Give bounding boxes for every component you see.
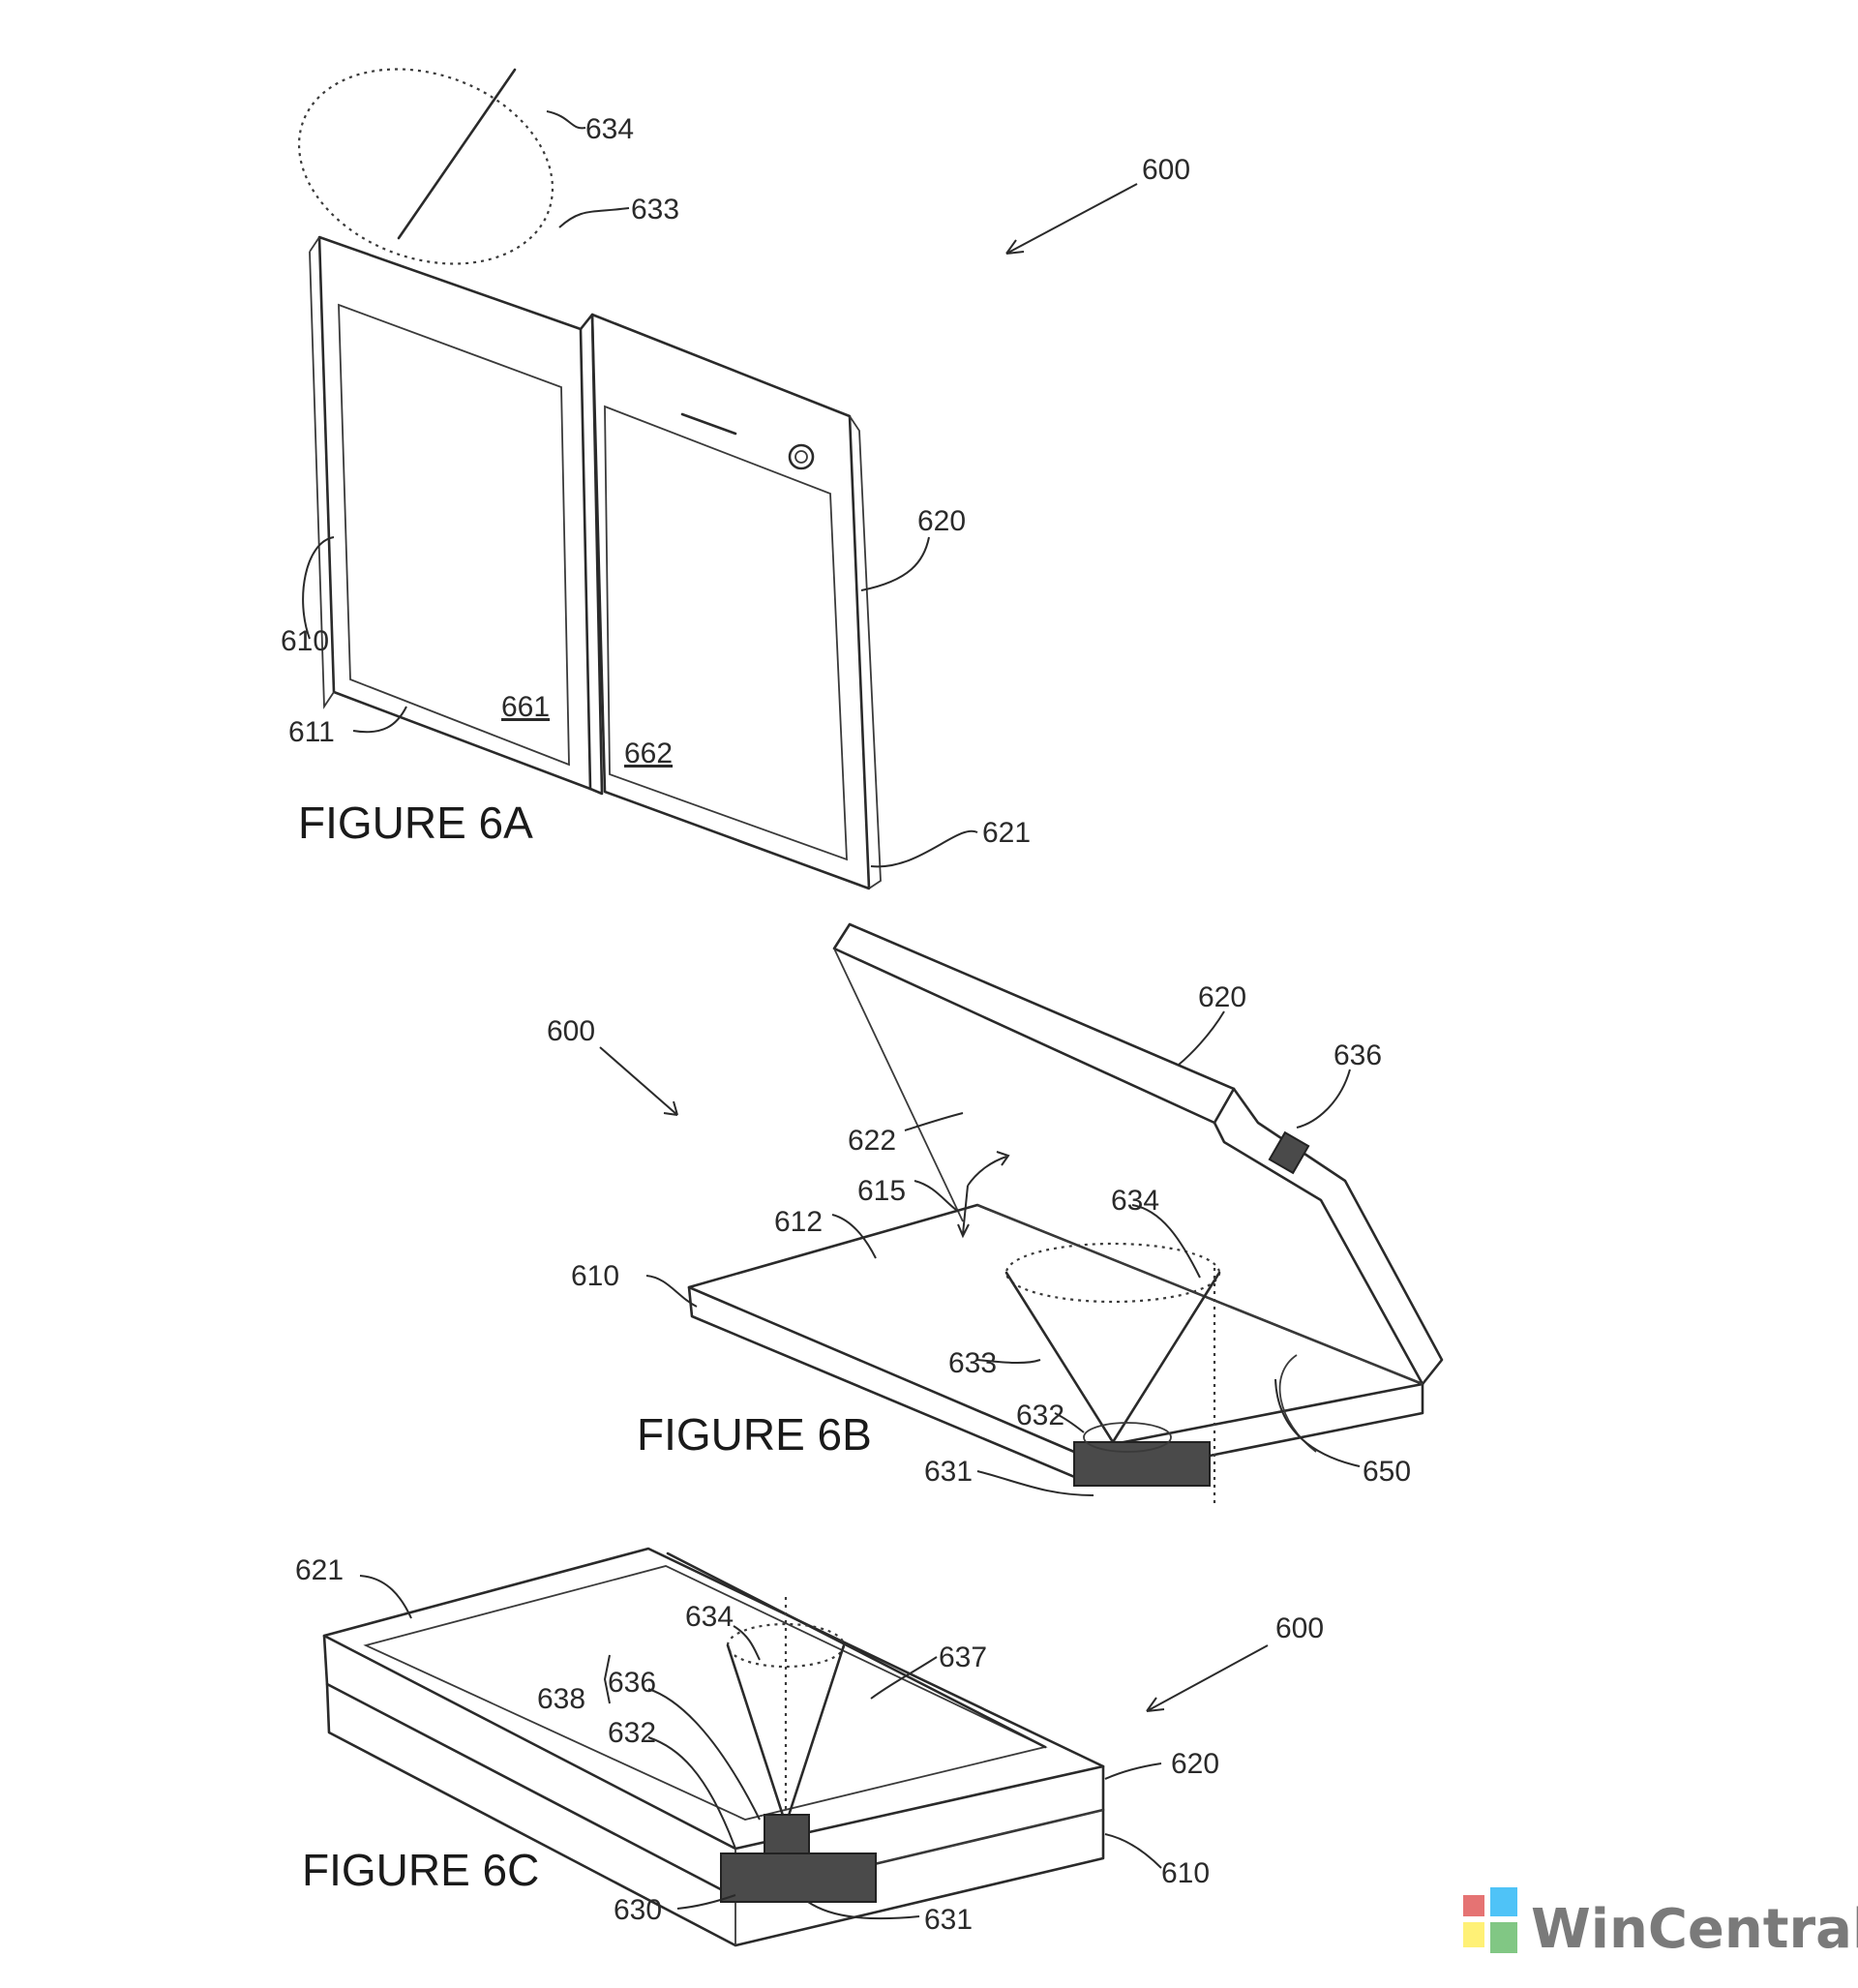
watermark-text: WinCentral [1531, 1898, 1858, 1961]
label-6a-662: 662 [624, 738, 673, 769]
label-6a-621: 621 [982, 817, 1031, 849]
device-top-621 [322, 1547, 1105, 1851]
label-6b-631: 631 [924, 1456, 973, 1488]
camera-module-636 [764, 1814, 810, 1854]
sensor-block-631 [1073, 1441, 1211, 1487]
label-6b-650: 650 [1363, 1456, 1411, 1488]
label-6c-634: 634 [685, 1601, 734, 1633]
label-6b-634: 634 [1111, 1185, 1159, 1217]
label-6b-620: 620 [1198, 981, 1246, 1013]
label-6c-636: 636 [608, 1667, 656, 1699]
device-panel-620 [590, 313, 871, 890]
wincentral-logo-icon [1463, 1887, 1517, 1953]
label-6b-633: 633 [948, 1347, 997, 1379]
label-6c-631: 631 [924, 1904, 973, 1936]
label-6b-622: 622 [848, 1125, 896, 1157]
label-6b-612: 612 [774, 1206, 823, 1238]
label-6c-600: 600 [1275, 1612, 1324, 1644]
label-6c-610: 610 [1161, 1857, 1210, 1889]
label-6a-620: 620 [917, 505, 966, 537]
label-6c-630: 630 [614, 1894, 662, 1926]
label-6b-600: 600 [547, 1015, 595, 1047]
label-6a-610: 610 [281, 625, 329, 657]
caption-figure-6b: FIGURE 6B [637, 1409, 872, 1460]
figure-6b: 620 636 600 622 615 634 612 610 633 632 … [547, 922, 1444, 1505]
camera-module-636 [1268, 1130, 1310, 1175]
label-6b-615: 615 [857, 1175, 906, 1207]
figure-6c: 621 634 637 600 638 636 632 620 610 630 … [295, 1547, 1324, 1947]
label-6a-633: 633 [631, 194, 679, 226]
caption-figure-6c: FIGURE 6C [302, 1845, 539, 1895]
camera-lens-icon [788, 443, 815, 470]
label-6c-637: 637 [939, 1642, 987, 1673]
label-6c-621: 621 [295, 1554, 344, 1586]
label-6b-636: 636 [1334, 1039, 1382, 1071]
label-6a-611: 611 [288, 716, 335, 748]
watermark: WinCentral [1463, 1887, 1858, 1961]
sensor-block-630 [720, 1852, 877, 1903]
label-6c-632: 632 [608, 1717, 656, 1749]
label-6a-661: 661 [501, 691, 550, 723]
label-6b-632: 632 [1016, 1400, 1064, 1431]
label-6a-634: 634 [585, 113, 634, 145]
figure-6a: 634 633 600 620 610 661 611 662 621 FIGU… [281, 68, 1190, 890]
caption-figure-6a: FIGURE 6A [298, 798, 533, 848]
device-panel-620-open [832, 922, 1236, 1125]
label-6a-600: 600 [1142, 154, 1190, 186]
label-6c-620: 620 [1171, 1748, 1219, 1780]
label-6c-638: 638 [537, 1683, 585, 1715]
label-6b-610: 610 [571, 1260, 619, 1292]
